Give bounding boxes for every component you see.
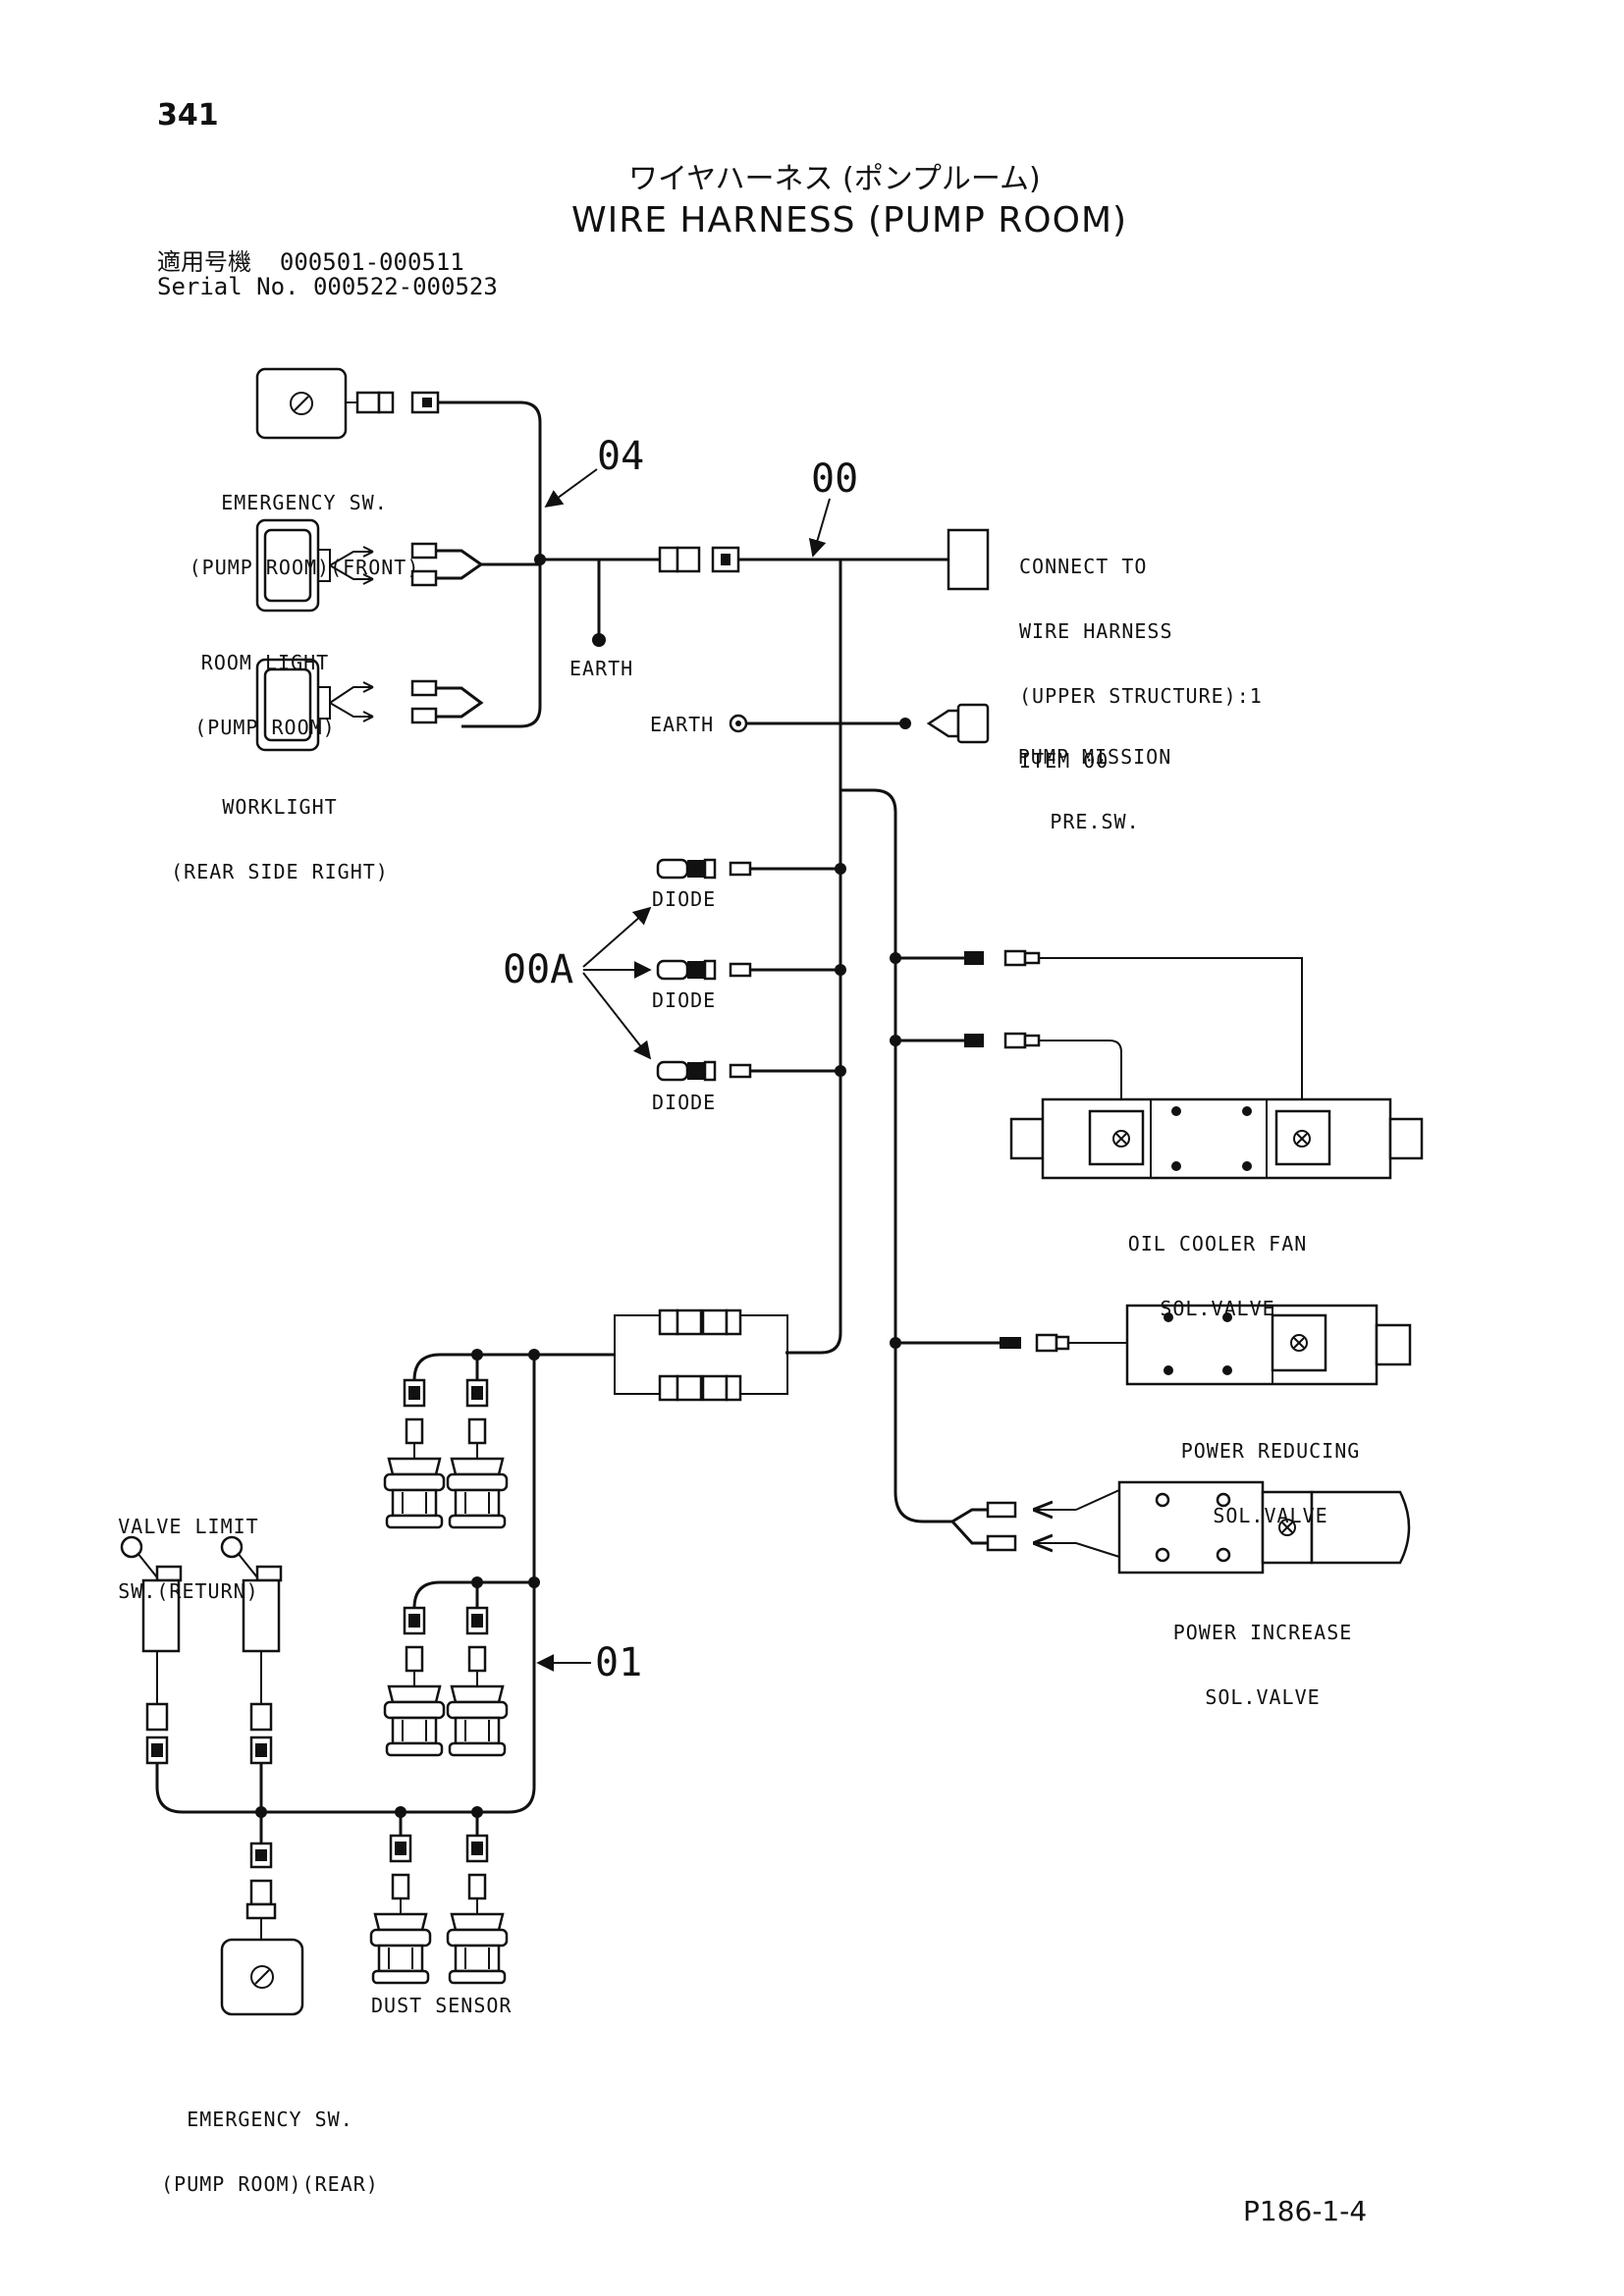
label-emergency-rear: EMERGENCY SW. (PUMP ROOM)(REAR): [147, 2065, 393, 2216]
diode-1: [656, 858, 846, 880]
label-oil-cooler: OIL COOLER FAN SOL.VALVE: [1100, 1190, 1335, 1341]
label-power-increase-line1: POWER INCREASE: [1172, 1621, 1353, 1644]
label-worklight-line2: (REAR SIDE RIGHT): [171, 860, 389, 883]
label-emergency-rear-line1: EMERGENCY SW.: [187, 2108, 353, 2131]
label-room-light-line2: (PUMP ROOM): [194, 716, 336, 739]
label-room-light: ROOM LIGHT (PUMP ROOM): [187, 609, 344, 760]
label-earth-upper: EARTH: [569, 657, 634, 680]
title-english: WIRE HARNESS (PUMP ROOM): [571, 200, 1128, 240]
power-increase-valve: [1117, 1480, 1411, 1575]
page-code: P186-1-4: [1243, 2195, 1368, 2227]
label-emergency-front-line1: EMERGENCY SW.: [221, 491, 388, 514]
callout-00: 00: [811, 456, 859, 502]
valve-limit-switch-1: [120, 1535, 183, 1765]
label-earth-middle: EARTH: [650, 713, 715, 736]
dust-sensor: [383, 1378, 446, 1529]
dust-sensor-group: [369, 1378, 509, 1985]
serial-jp-label: 適用号機: [157, 248, 251, 276]
label-power-increase: POWER INCREASE SOL.VALVE: [1155, 1578, 1371, 1730]
diode-3: [656, 1060, 846, 1082]
label-connect-line2: WIRE HARNESS: [1019, 619, 1173, 643]
label-power-reducing-line1: POWER REDUCING: [1180, 1439, 1361, 1463]
label-emergency-rear-line2: (PUMP ROOM)(REAR): [161, 2172, 379, 2196]
serial-block: 適用号機 000501-000511 Serial No. 000522-000…: [157, 248, 498, 299]
title-japanese: ワイヤハーネス (ポンプルーム): [628, 162, 1041, 196]
dust-sensor: [446, 1378, 509, 1529]
label-valve-limit-line2: SW.(RETURN): [118, 1579, 259, 1603]
label-dust-sensor: DUST SENSOR: [371, 1994, 513, 2017]
oil-cooler-fan-valve: [1009, 1097, 1424, 1180]
page-number: 341: [157, 98, 219, 133]
label-connect-line4: ITEM 00: [1019, 749, 1110, 773]
label-connect-to: CONNECT TO WIRE HARNESS (UPPER STRUCTURE…: [1019, 512, 1263, 793]
label-pump-mission-line1: PUMP MISSION: [1017, 745, 1172, 769]
label-diode-3: DIODE: [652, 1091, 717, 1114]
pump-mission-pressure-switch: [926, 703, 990, 744]
dust-sensor: [446, 1834, 509, 1985]
label-worklight-line1: WORKLIGHT: [222, 795, 338, 819]
emergency-switch-rear: [220, 1842, 304, 2016]
callout-00a: 00A: [503, 947, 574, 992]
dust-sensor: [369, 1834, 432, 1985]
label-power-reducing-line2: SOL.VALVE: [1213, 1504, 1328, 1527]
room-light: [255, 518, 484, 613]
label-diode-2: DIODE: [652, 988, 717, 1012]
valve-limit-switch-2: [220, 1535, 283, 1765]
serial-line-1: 適用号機 000501-000511: [157, 248, 498, 276]
label-oil-cooler-line2: SOL.VALVE: [1160, 1297, 1275, 1320]
dust-sensor: [446, 1606, 509, 1757]
worklight: [255, 658, 484, 752]
label-valve-limit: VALVE LIMIT SW.(RETURN): [110, 1472, 267, 1624]
serial-range-1: 000501-000511: [279, 248, 464, 276]
label-power-reducing: POWER REDUCING SOL.VALVE: [1163, 1397, 1379, 1548]
label-emergency-front: EMERGENCY SW. (PUMP ROOM)(FRONT): [182, 449, 427, 600]
label-valve-limit-line1: VALVE LIMIT: [118, 1515, 259, 1538]
label-oil-cooler-line1: OIL COOLER FAN: [1127, 1232, 1308, 1255]
callout-04: 04: [597, 434, 645, 479]
label-connect-line3: (UPPER STRUCTURE):1: [1019, 684, 1263, 708]
label-diode-1: DIODE: [652, 887, 717, 911]
serial-range-2: 000522-000523: [312, 273, 498, 301]
label-pump-mission-line2: PRE.SW.: [1050, 810, 1140, 833]
dust-sensor: [383, 1606, 446, 1757]
label-power-increase-line2: SOL.VALVE: [1205, 1685, 1321, 1709]
label-pump-mission: PUMP MISSION PRE.SW.: [1011, 703, 1178, 854]
label-connect-line1: CONNECT TO: [1019, 555, 1148, 578]
emergency-switch-front: [255, 367, 440, 440]
serial-line-2: Serial No. 000522-000523: [157, 275, 498, 299]
power-reducing-valve: [1125, 1304, 1412, 1386]
callout-01: 01: [595, 1640, 643, 1685]
label-room-light-line1: ROOM LIGHT: [200, 651, 330, 674]
serial-no-label: Serial No.: [157, 273, 299, 301]
diode-2: [656, 959, 846, 981]
label-worklight: WORKLIGHT (REAR SIDE RIGHT): [157, 753, 403, 904]
label-emergency-front-line2: (PUMP ROOM)(FRONT): [189, 556, 420, 579]
